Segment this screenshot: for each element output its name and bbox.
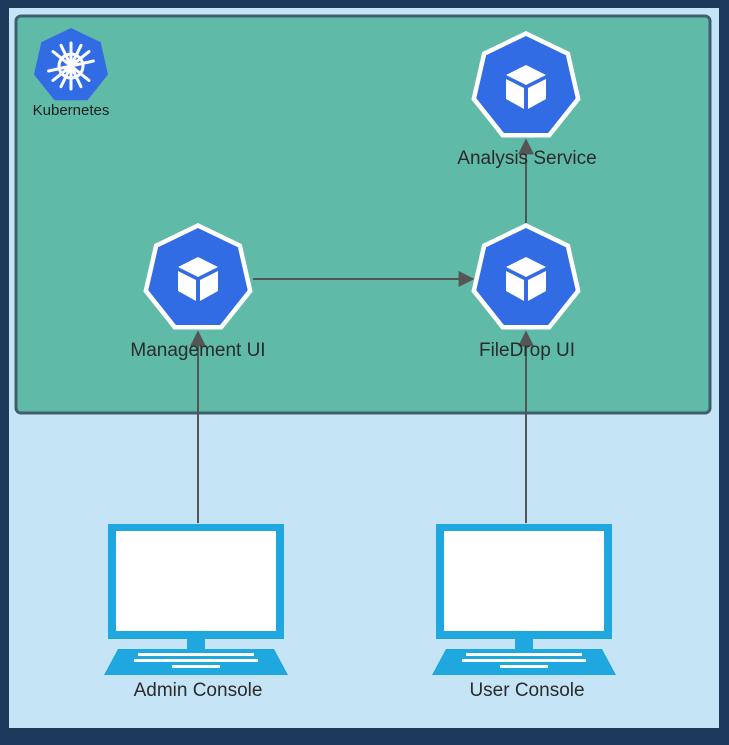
kubernetes-label: Kubernetes <box>32 102 110 119</box>
kubernetes-cluster-boundary <box>14 14 712 415</box>
management-ui-label: Management UI <box>130 340 266 361</box>
kubernetes-helm-icon <box>34 28 108 101</box>
user-console-laptop-icon[interactable] <box>432 524 616 675</box>
admin-console-label: Admin Console <box>133 680 263 701</box>
admin-console-laptop-icon[interactable] <box>104 524 288 675</box>
user-console-label: User Console <box>469 680 585 701</box>
analysis-service-label: Analysis Service <box>457 148 597 169</box>
filedrop-ui-label: FileDrop UI <box>478 340 576 361</box>
